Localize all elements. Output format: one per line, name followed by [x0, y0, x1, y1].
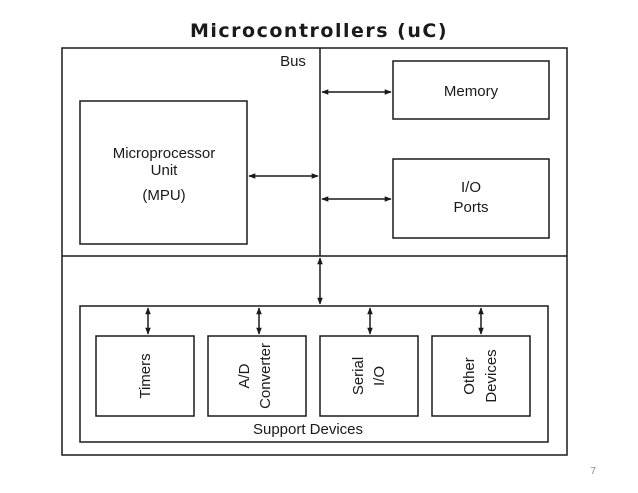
ad-converter-box — [207, 335, 307, 417]
ad-converter-label-line2: Converter — [257, 343, 274, 409]
memory-box — [392, 60, 550, 120]
mpu-label-line1: Microprocessor — [113, 145, 216, 162]
other-devices-label-line2: Devices — [483, 349, 500, 402]
mpu-label-line2: Unit — [151, 162, 179, 179]
timers-box — [95, 335, 195, 417]
bus-label: Bus — [280, 53, 306, 70]
mpu-box — [79, 100, 248, 245]
serial-io-label-line2: I/O — [371, 366, 388, 386]
mpu-label-line3: (MPU) — [142, 187, 185, 204]
serial-io-label-line1: Serial — [350, 357, 367, 395]
support-devices-label: Support Devices — [253, 421, 363, 438]
other-devices-label-line1: Other — [461, 357, 478, 395]
memory-label: Memory — [444, 83, 499, 100]
io-ports-label-line1: I/O — [461, 179, 481, 196]
io-ports-label-line2: Ports — [453, 199, 488, 216]
other-devices-box — [431, 335, 531, 417]
serial-io-box — [319, 335, 419, 417]
slide-title: Microcontrollers (uC) — [190, 20, 448, 42]
ad-converter-label-line1: A/D — [236, 363, 253, 388]
io-ports-box — [392, 158, 550, 239]
page-number: 7 — [590, 466, 596, 477]
timers-label: Timers — [137, 353, 154, 398]
